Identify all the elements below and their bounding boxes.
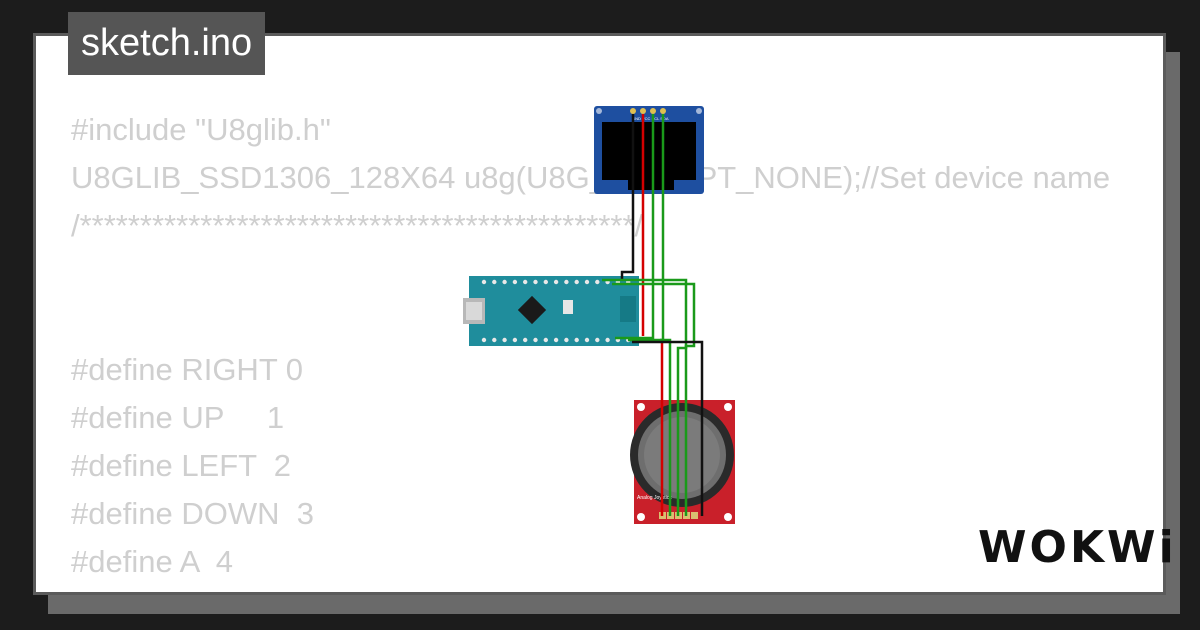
wire-oled-gnd [620,114,635,280]
nano-pin [481,279,487,285]
nano-pin [564,337,569,343]
oled-pin-labels: GND VCC SCL SDA [632,116,669,121]
nano-pin [533,337,538,343]
nano-pin [512,279,518,285]
analog-joystick[interactable] [630,400,735,524]
wires [602,114,704,516]
code-line: #define A 4 [71,544,234,579]
nano-pin [543,337,548,343]
nano-pin [492,337,497,343]
nano-pin [574,279,579,285]
oled-display[interactable] [594,106,704,194]
arduino-nano[interactable] [463,276,639,346]
nano-pin [595,337,600,343]
nano-pin [595,279,600,285]
sketch-title[interactable]: sketch.ino [68,12,266,75]
nano-pin [523,279,528,285]
code-line: #define DOWN 3 [71,496,314,531]
nano-pin [553,337,559,343]
joystick-label: Analog Joystick [637,495,672,501]
nano-pin [502,279,507,285]
wire-joy-x [612,282,696,516]
nano-pin [564,279,569,285]
nano-pin [533,279,538,285]
code-line: #include "U8glib.h" [71,112,331,147]
nano-pin [584,337,590,343]
wokwi-logo: WOKWi [978,522,1177,573]
nano-pin [502,337,507,343]
code-line: #define UP 1 [71,400,285,435]
wire-joy-y [660,338,672,516]
nano-pin [553,279,559,285]
nano-pin [605,337,610,343]
nano-pin [492,279,497,285]
code-line: #define RIGHT 0 [71,352,304,387]
nano-pin [512,337,518,343]
code-line: /***************************************… [71,208,644,243]
nano-pin [574,337,579,343]
nano-pin [481,337,487,343]
code-line: #define LEFT 2 [71,448,292,483]
wire-oled-scl [615,114,655,340]
nano-pin [543,279,548,285]
wire-joy-gnd [632,340,704,516]
nano-pin [523,337,528,343]
nano-pin [584,279,590,285]
